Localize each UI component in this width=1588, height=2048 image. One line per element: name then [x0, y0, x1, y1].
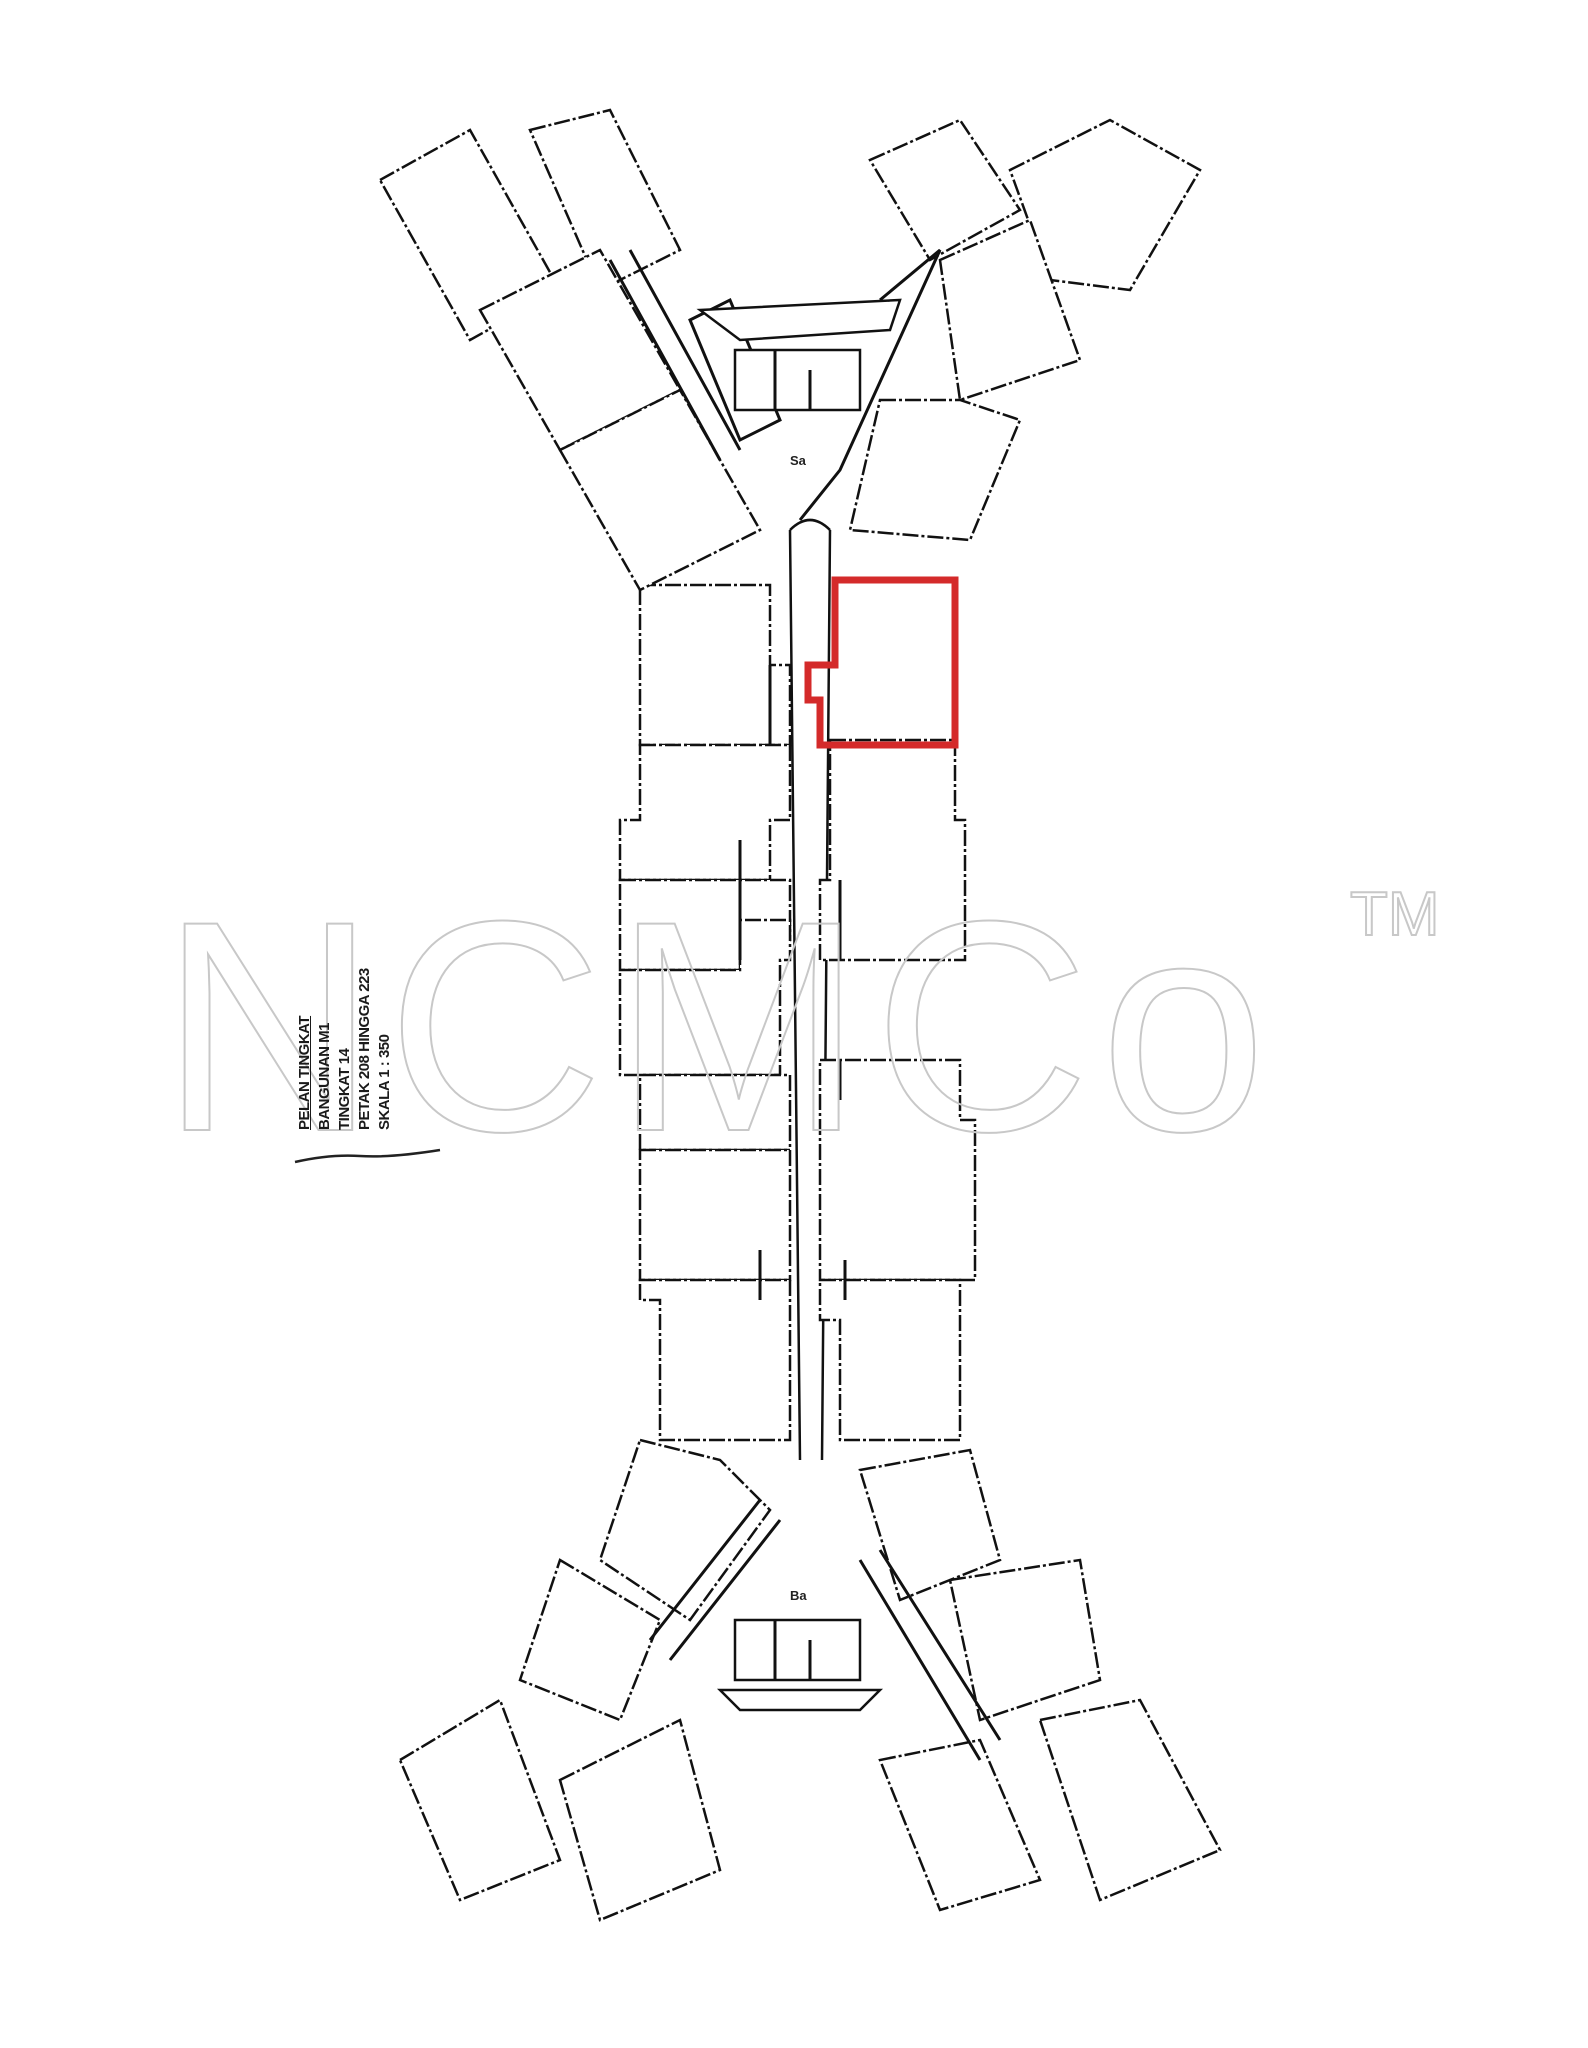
title-block: PELAN TINGKAT BANGUNAN M1 TINGKAT 14 PET… [295, 930, 445, 1130]
building-name: BANGUNAN M1 [316, 1023, 333, 1130]
unit-right-4 [818, 1278, 962, 1442]
unit-left-2 [618, 743, 792, 882]
unit-ne-4 [848, 398, 1022, 542]
parcel-range: PETAK 208 HINGGA 223 [356, 968, 373, 1130]
unit-se-4 [878, 1738, 1042, 1912]
unit-ne-3 [938, 218, 1082, 402]
plan-heading: PELAN TINGKAT [296, 1015, 313, 1130]
unit-sw-4 [558, 1718, 722, 1922]
south-lobby: Ba [716, 1588, 884, 1712]
scale-label: SKALA 1 : 350 [376, 1034, 393, 1130]
north-west-wing [378, 108, 782, 592]
unit-nw-4 [558, 388, 762, 592]
signature-mark [294, 1148, 441, 1164]
unit-right-3 [818, 1058, 977, 1282]
lobby-label-north: Sa [790, 453, 807, 468]
floor-level: TINGKAT 14 [336, 1048, 353, 1130]
unit-left-5 [638, 1278, 792, 1442]
unit-sw-1 [598, 1438, 772, 1622]
highlighted-parcel-outline [804, 576, 959, 749]
unit-se-2 [948, 1558, 1102, 1722]
unit-nw-2 [528, 108, 682, 292]
unit-se-1 [858, 1448, 1002, 1602]
unit-se-3 [1038, 1698, 1222, 1902]
unit-left-4b [638, 1148, 792, 1282]
central-left-units [618, 583, 792, 1442]
south-west-wing [398, 1438, 782, 1922]
south-east-wing [858, 1448, 1222, 1912]
unit-right-2 [818, 738, 967, 962]
unit-sw-2 [518, 1558, 662, 1722]
north-east-wing [798, 118, 1202, 542]
central-right-units [818, 738, 977, 1442]
unit-left-4a [638, 1073, 792, 1152]
unit-ne-2 [868, 118, 1022, 262]
lobby-label-south: Ba [790, 1588, 807, 1603]
unit-sw-3 [398, 1698, 562, 1902]
unit-left-1 [638, 583, 792, 747]
north-lobby: Sa [696, 298, 902, 468]
